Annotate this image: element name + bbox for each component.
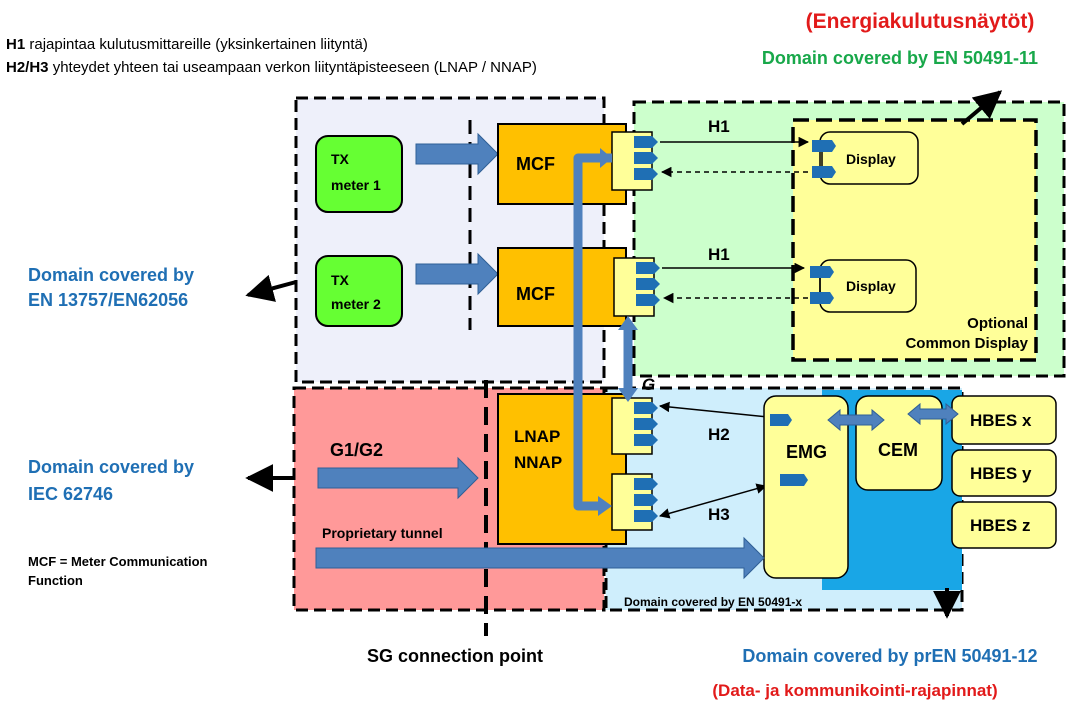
mcf1-to-lnap-connector-head xyxy=(598,496,612,516)
hbes-z-block xyxy=(951,501,1057,549)
mcf-block-1-label: MCF xyxy=(516,154,555,174)
domain-iec-label-1: Domain covered by xyxy=(28,457,194,477)
g1g2-arrow xyxy=(317,456,479,500)
g-link-label: G xyxy=(642,375,655,394)
hbes-x-block xyxy=(951,395,1057,445)
hbes-x-label: HBES x xyxy=(970,411,1032,430)
tx-meter-1-label-1: TX xyxy=(331,151,350,167)
nnap-label: NNAP xyxy=(514,453,562,472)
h2-label: H2 xyxy=(708,425,730,444)
h3-link xyxy=(658,483,768,519)
domain-iec-label-2: IEC 62746 xyxy=(28,484,113,504)
mcf-block-2-label: MCF xyxy=(516,284,555,304)
meter1-to-mcf-arrow xyxy=(415,132,499,176)
note-h2h3-text: yhteydet yhteen tai useampaan verkon lii… xyxy=(49,59,537,76)
domain-en13757-label-1: Domain covered by xyxy=(28,265,194,285)
domain-en13757-label-2: EN 13757/EN62056 xyxy=(28,290,188,310)
emg-label: EMG xyxy=(786,442,827,462)
display-2-port-b xyxy=(810,292,834,304)
display-1-port-a xyxy=(812,140,836,152)
mcf1-to-lnap-connector xyxy=(573,153,612,511)
display-2-label: Display xyxy=(846,278,896,294)
finnish-top-label: (Energiakulutusnäytöt) xyxy=(806,10,1035,33)
note-h1-key: H1 xyxy=(6,36,25,53)
display-1-port-b xyxy=(812,166,836,178)
footnote-line-2: Function xyxy=(28,573,83,588)
hbes-y-label: HBES y xyxy=(970,464,1032,483)
display-1 xyxy=(819,131,919,185)
port-box-lnap-upper xyxy=(611,397,658,455)
lnap-nnap-block xyxy=(497,393,627,545)
emg-port-top xyxy=(770,414,792,426)
emg-block xyxy=(763,395,849,579)
tx-meter-2 xyxy=(315,255,403,327)
arrow-to-en13757 xyxy=(245,274,297,302)
hbes-z-label: HBES z xyxy=(970,516,1030,535)
mcf2-connector-head-up xyxy=(618,316,638,330)
domain-en50491-11-label: Domain covered by EN 50491-11 xyxy=(762,48,1038,68)
note-h2h3-key: H2/H3 xyxy=(6,59,49,76)
port-box-lnap-lower xyxy=(611,473,658,531)
optional-label-2: Common Display xyxy=(905,335,1028,352)
note-h2h3: H2/H3 yhteydet yhteen tai useampaan verk… xyxy=(6,59,537,76)
note-h1-text: rajapintaa kulutusmittareille (yksinkert… xyxy=(25,36,368,53)
mcf2-connector-head-down xyxy=(618,388,638,402)
tx-meter-1 xyxy=(315,135,403,213)
h2-link xyxy=(658,401,780,423)
port-box-mcf1 xyxy=(611,131,658,191)
optional-label-1: Optional xyxy=(967,315,1028,332)
proprietary-tunnel-label: Proprietary tunnel xyxy=(322,525,443,541)
meter2-to-mcf-arrow xyxy=(415,252,499,296)
cem-label: CEM xyxy=(878,440,918,460)
tx-meter-2-label-1: TX xyxy=(331,272,350,288)
en50491-x-label: Domain covered by EN 50491-x xyxy=(624,595,802,609)
domain-pren-label: Domain covered by prEN 50491-12 xyxy=(742,646,1037,666)
lnap-label: LNAP xyxy=(514,427,560,446)
display-1-label: Display xyxy=(846,151,896,167)
mcf1-to-lnap-connector-tail xyxy=(600,148,612,168)
footnote-line-1: MCF = Meter Communication xyxy=(28,554,208,569)
h1-mid-label: H1 xyxy=(708,245,730,264)
mcf-block-2 xyxy=(497,247,627,327)
proprietary-tunnel-arrow xyxy=(315,536,765,580)
emg-port-bottom xyxy=(780,474,808,486)
port-box-mcf2 xyxy=(613,257,660,317)
emg-cem-arrow xyxy=(827,408,885,432)
h3-label: H3 xyxy=(708,505,730,524)
cem-hbes-arrow xyxy=(907,402,959,426)
arrow-to-en50491-11 xyxy=(960,90,1003,126)
hbes-y-block xyxy=(951,449,1057,497)
sg-connection-point-label: SG connection point xyxy=(367,646,543,666)
tx-meter-2-label-2: meter 2 xyxy=(331,296,381,312)
g1g2-label: G1/G2 xyxy=(330,440,383,460)
finnish-bottom-label: (Data- ja kommunikointi-rajapinnat) xyxy=(712,681,997,700)
display-2-port-a xyxy=(810,266,834,278)
h1-top-label: H1 xyxy=(708,117,730,136)
note-h1: H1 rajapintaa kulutusmittareille (yksink… xyxy=(6,36,368,53)
tx-meter-1-label-2: meter 1 xyxy=(331,177,381,193)
